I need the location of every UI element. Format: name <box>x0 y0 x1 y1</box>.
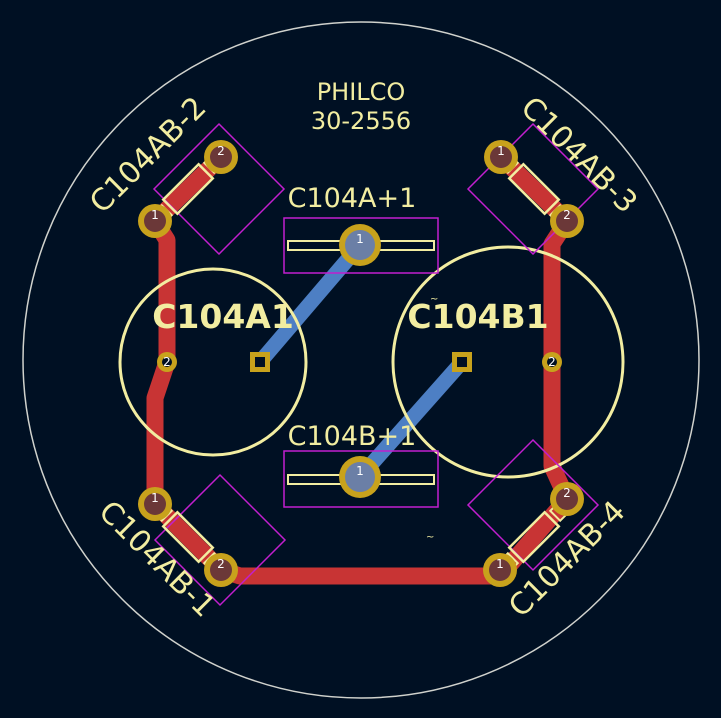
silk-mark-1: ~ <box>430 294 438 305</box>
c104ab2-capacitor[interactable]: C104AB-2 2 1 <box>83 90 286 256</box>
silk-mark-2: ~ <box>426 532 434 543</box>
board-title-line1: PHILCO <box>317 78 406 106</box>
trace-c104a <box>252 237 368 370</box>
c104a-plus1-ref: C104A+1 <box>288 183 417 214</box>
c104a1-outline <box>118 267 308 457</box>
c104ab2-ref: C104AB-2 <box>83 90 213 220</box>
c104ab4-courtyard <box>466 438 600 572</box>
trace-c104b <box>352 354 470 485</box>
ground-ring-trace <box>146 148 576 585</box>
c104b-plus1-pad-label: 1 <box>356 464 364 478</box>
c104b-plus1-component[interactable]: C104B+1 1 <box>283 421 439 508</box>
c104a-plus1-pad-label: 1 <box>356 232 364 246</box>
back-copper-traces <box>252 237 470 485</box>
front-copper-traces <box>146 148 576 585</box>
board-edge <box>22 21 700 699</box>
c104ab2-pad2-label: 2 <box>217 144 225 158</box>
c104a-plus1-component[interactable]: C104A+1 1 <box>283 183 439 274</box>
c104ab3-capacitor[interactable]: C104AB-3 1 2 <box>466 90 644 256</box>
c104a1-pad-label: 2 <box>163 355 171 369</box>
c104ab3-pad1-label: 1 <box>497 144 505 158</box>
c104a1-capacitor[interactable]: C104A1 2 <box>118 267 308 457</box>
c104a-plus1-courtyard <box>283 217 439 274</box>
c104b1-ref: C104B1 <box>407 297 548 336</box>
c104b1-outline <box>391 245 625 479</box>
c104ab1-pad1-label: 1 <box>151 491 159 505</box>
c104ab4-pad1-label: 1 <box>496 557 504 571</box>
c104ab1-courtyard <box>153 473 287 607</box>
c104ab1-pad2-label: 2 <box>217 557 225 571</box>
c104a1-ref: C104A1 <box>152 297 294 336</box>
c104b1-pad-label: 2 <box>548 355 556 369</box>
c104ab2-pad1-label: 1 <box>151 208 159 222</box>
c104b-plus1-courtyard <box>283 450 439 508</box>
board-title-line2: 30-2556 <box>311 107 411 135</box>
c104b1-capacitor[interactable]: C104B1 2 <box>391 245 625 479</box>
c104ab3-pad2-label: 2 <box>563 208 571 222</box>
c104b-plus1-ref: C104B+1 <box>288 421 417 452</box>
c104ab2-courtyard <box>152 122 286 256</box>
c104ab1-capacitor[interactable]: C104AB-1 1 2 <box>92 473 287 624</box>
c104ab4-pad2-label: 2 <box>563 486 571 500</box>
